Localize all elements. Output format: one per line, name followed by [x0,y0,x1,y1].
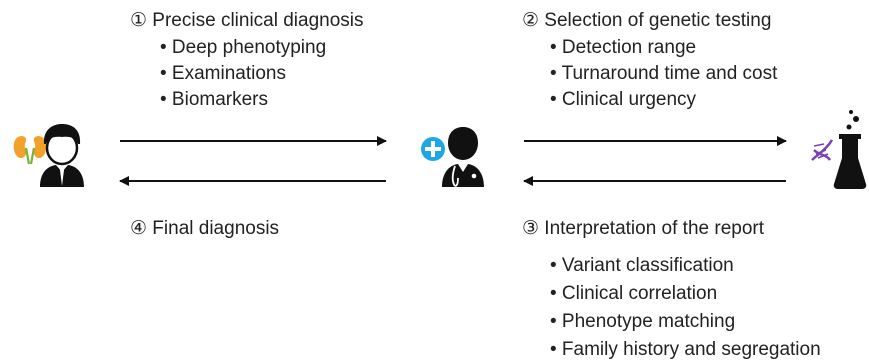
step2-item-clinical-urgency: • Clinical urgency [550,89,697,110]
lab-flask-dna-icon [811,110,867,189]
step1-item-deep-phenotyping: • Deep phenotyping [160,37,327,58]
step3-item-variant-classification: • Variant classification [550,255,734,276]
step3-item-clinical-correlation: • Clinical correlation [550,283,718,304]
step1-title: ① Precise clinical diagnosis [130,10,364,31]
step3-item-phenotype-matching: • Phenotype matching [550,311,736,332]
step2-item-turnaround: • Turnaround time and cost [550,63,778,84]
step1-item-biomarkers: • Biomarkers [160,89,269,110]
patient-with-kidneys-icon [13,124,84,187]
step1-item-examinations: • Examinations [160,63,286,84]
step2-item-detection-range: • Detection range [550,37,697,58]
step3-title: ③ Interpretation of the report [522,218,764,239]
step2-title: ② Selection of genetic testing [522,10,772,31]
doctor-icon [421,127,484,187]
step3-item-family-history: • Family history and segregation [550,339,821,360]
step4-title: ④ Final diagnosis [130,218,280,239]
